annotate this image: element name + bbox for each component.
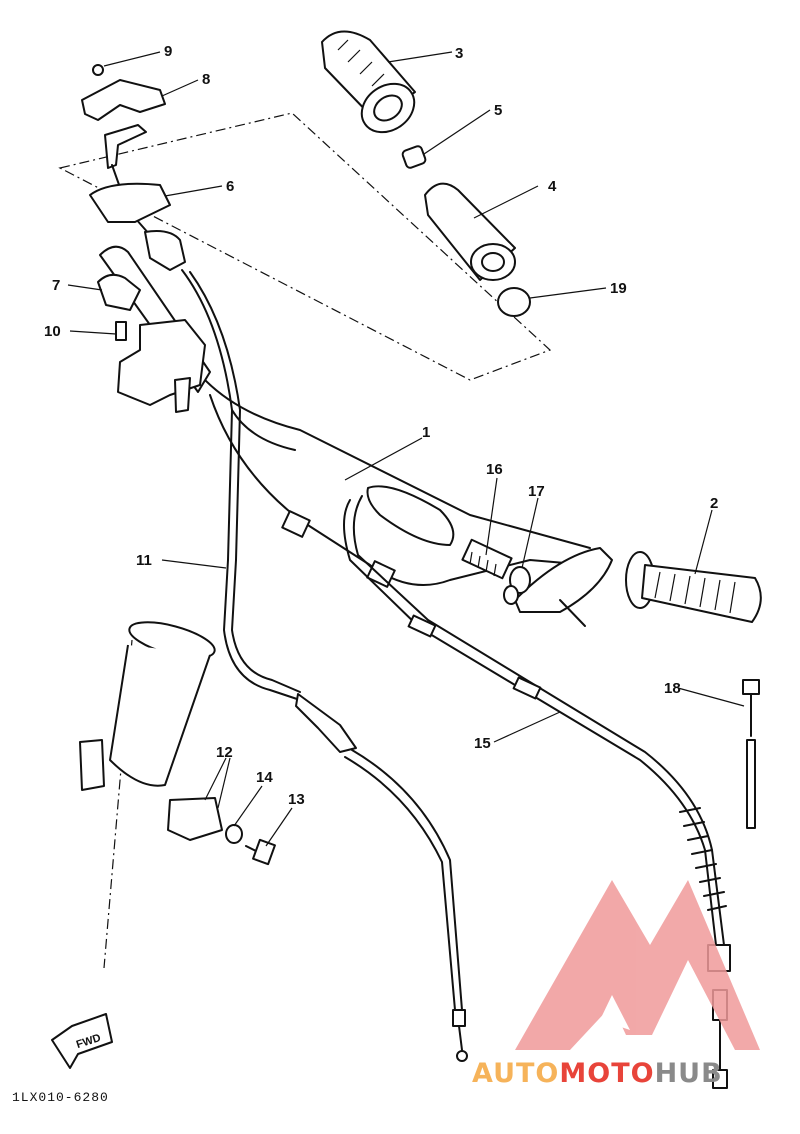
bolt <box>245 838 276 866</box>
callout-2: 2 <box>710 495 718 512</box>
grip-collar <box>497 287 531 317</box>
callout-18: 18 <box>664 680 681 697</box>
callout-16: 16 <box>486 461 503 478</box>
clutch-perch <box>366 485 613 627</box>
callout-12: 12 <box>216 744 233 761</box>
locknut <box>503 566 531 605</box>
callout-labels: 1 2 3 4 5 6 7 8 9 10 11 12 13 14 15 16 1… <box>44 43 718 808</box>
callout-6: 6 <box>226 178 234 195</box>
sub-assembly-outline <box>58 112 552 381</box>
callout-3: 3 <box>455 45 463 62</box>
callout-10: 10 <box>44 323 61 340</box>
callout-4: 4 <box>548 178 557 195</box>
washer <box>225 824 243 844</box>
watermark-triangle-mark <box>515 880 760 1050</box>
left-grip <box>321 30 416 134</box>
forward-arrow-icon: FWD <box>51 1013 113 1069</box>
callout-7: 7 <box>52 277 60 294</box>
watermark-part-moto: MOTO <box>559 1058 654 1089</box>
cable-adjuster <box>461 538 513 580</box>
fork-tube <box>79 621 216 791</box>
throttle-cable <box>181 269 468 1062</box>
callout-1: 1 <box>422 424 430 441</box>
leader-lines <box>67 51 745 847</box>
callout-5: 5 <box>494 102 502 119</box>
watermark-text: AUTOMOTOHUB <box>472 1058 723 1089</box>
callout-13: 13 <box>288 791 305 808</box>
callout-19: 19 <box>610 280 627 297</box>
callout-11: 11 <box>136 552 152 569</box>
callout-9: 9 <box>164 43 172 60</box>
cable-tie <box>742 679 760 829</box>
callout-8: 8 <box>202 71 210 88</box>
callout-17: 17 <box>528 483 545 500</box>
handlebar <box>204 379 601 588</box>
grip-end-cap <box>401 145 427 169</box>
callout-15: 15 <box>474 735 491 752</box>
callout-14: 14 <box>256 769 273 786</box>
throttle-housing-cover <box>81 64 186 341</box>
watermark-part-auto: AUTO <box>472 1058 559 1089</box>
diagram-code: 1LX010-6280 <box>12 1090 109 1105</box>
watermark-part-hub: HUB <box>655 1058 723 1089</box>
throttle-grip <box>424 182 516 281</box>
right-grip <box>625 551 762 623</box>
wire-clamp <box>167 797 223 841</box>
watermark-logo <box>515 880 760 1050</box>
